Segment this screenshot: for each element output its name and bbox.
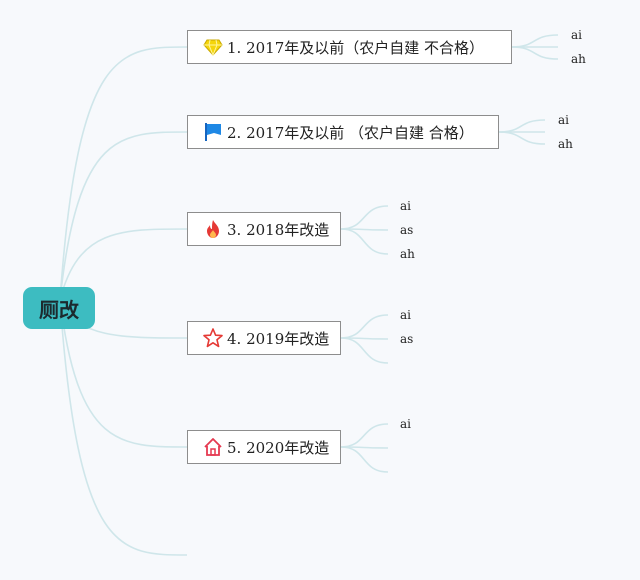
edge-topic-1-leaf-1 bbox=[511, 34, 559, 48]
leaf-4-1[interactable]: ai bbox=[400, 308, 411, 322]
topic-4-label: 4. 2019年改造 bbox=[227, 329, 330, 348]
edge-topic-3-leaf-3 bbox=[340, 228, 389, 255]
fire-icon bbox=[202, 218, 224, 240]
edge-topic-2-leaf-2 bbox=[498, 131, 546, 145]
edge-topic-3-leaf-1 bbox=[340, 205, 389, 230]
gem-icon bbox=[202, 36, 224, 58]
edge-root-1 bbox=[59, 46, 188, 301]
home-icon bbox=[202, 436, 224, 458]
leaf-3-1[interactable]: ai bbox=[400, 199, 411, 213]
edge-topic-1-leaf-2 bbox=[511, 46, 559, 60]
topic-5-label: 5. 2020年改造 bbox=[227, 438, 330, 457]
topic-3-label: 3. 2018年改造 bbox=[227, 220, 330, 239]
edge-topic-5-leaf-1 bbox=[340, 423, 389, 448]
root-topic-label: 厕改 bbox=[39, 297, 79, 322]
topic-5[interactable]: 5. 2020年改造 bbox=[187, 430, 341, 464]
edge-root-5 bbox=[59, 299, 188, 448]
topic-2[interactable]: 2. 2017年及以前 （农户自建 合格） bbox=[187, 115, 499, 149]
leaf-4-2[interactable]: as bbox=[400, 332, 414, 346]
leaf-3-2[interactable]: as bbox=[400, 223, 414, 237]
edge-root-6 bbox=[59, 299, 188, 556]
star-icon bbox=[202, 327, 224, 349]
leaf-5-1[interactable]: ai bbox=[400, 417, 411, 431]
flag-icon bbox=[202, 121, 224, 143]
leaf-2-1[interactable]: ai bbox=[558, 113, 569, 127]
topic-4[interactable]: 4. 2019年改造 bbox=[187, 321, 341, 355]
leaf-3-3[interactable]: ah bbox=[400, 247, 415, 261]
leaf-1-2[interactable]: ah bbox=[571, 52, 586, 66]
edge-topic-2-leaf-1 bbox=[498, 119, 546, 133]
topic-1[interactable]: 1. 2017年及以前（农户自建 不合格） bbox=[187, 30, 512, 64]
edge-root-3 bbox=[59, 228, 188, 301]
edge-topic-4-leaf-3 bbox=[340, 337, 389, 364]
topic-3[interactable]: 3. 2018年改造 bbox=[187, 212, 341, 246]
edge-topic-5-leaf-3 bbox=[340, 446, 389, 473]
root-topic[interactable]: 厕改 bbox=[23, 287, 95, 329]
edge-root-2 bbox=[59, 131, 188, 301]
topic-2-label: 2. 2017年及以前 （农户自建 合格） bbox=[227, 123, 474, 142]
leaf-2-2[interactable]: ah bbox=[558, 137, 573, 151]
edge-topic-4-leaf-1 bbox=[340, 314, 389, 339]
leaf-1-1[interactable]: ai bbox=[571, 28, 582, 42]
topic-1-label: 1. 2017年及以前（农户自建 不合格） bbox=[227, 38, 485, 57]
